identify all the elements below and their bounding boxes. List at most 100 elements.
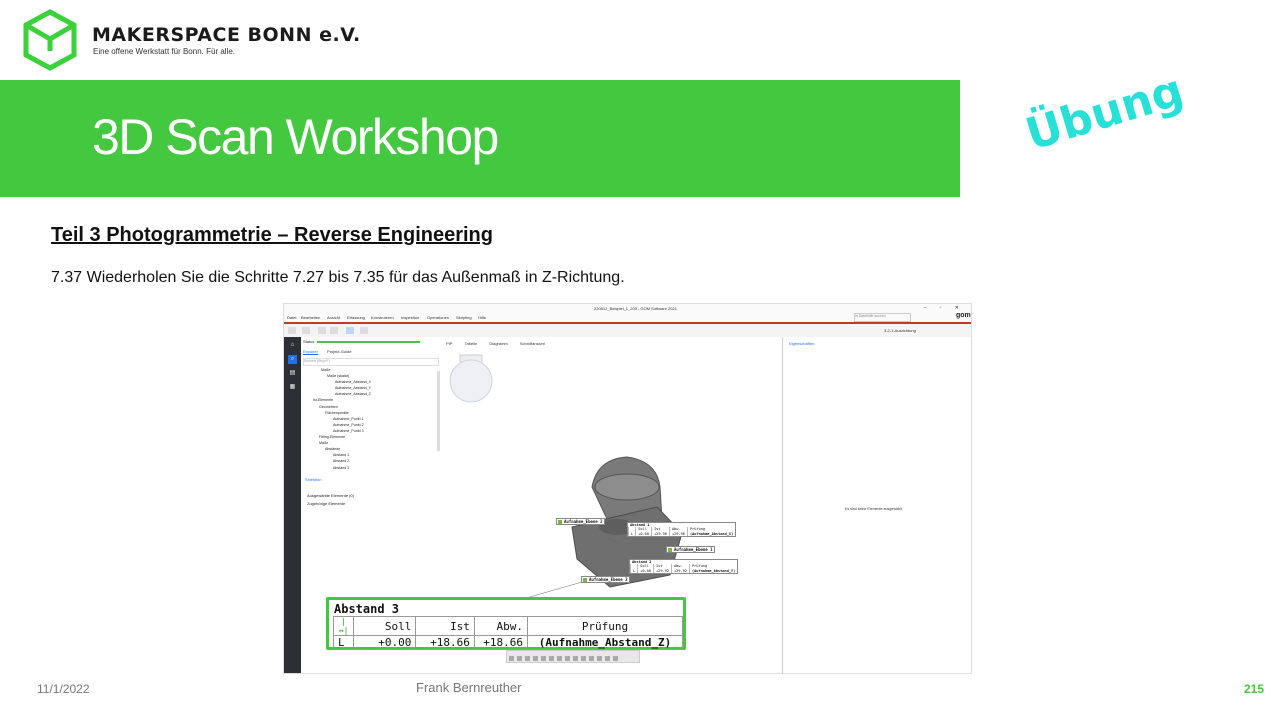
help-search-input[interactable]: In Dateihilfe suchen	[854, 313, 911, 322]
tree-item[interactable]: Flächenpunkte	[325, 410, 349, 415]
menu-ansicht[interactable]: Ansicht	[327, 315, 341, 320]
tab-projekt-guide[interactable]: Projekt-Guide	[327, 349, 352, 354]
label-ebene-2[interactable]: Aufnahme_Ebene 2	[556, 518, 605, 525]
tree-item[interactable]: Aufnahme_Abstand_X	[335, 380, 371, 385]
view-tool-icon[interactable]	[556, 656, 562, 661]
tree-item[interactable]: Maße	[321, 368, 331, 372]
tab-tabelle[interactable]: Tabelle	[464, 341, 478, 346]
tree-item[interactable]: Ist-Elemente	[313, 398, 334, 403]
tool-flag-icon[interactable]	[330, 327, 338, 334]
gom-logo: gom	[956, 312, 971, 319]
selection-list: Ausgewählte Elemente (0) Zugehörige Elem…	[307, 492, 354, 508]
menu-skripting[interactable]: Skripting	[456, 315, 472, 320]
properties-empty-message: Es sind keine Elemente ausgewählt.	[845, 507, 903, 511]
menu-inspektion[interactable]: Inspektion	[401, 315, 420, 320]
tree-item[interactable]: Aufnahme_Punkt 1	[333, 416, 364, 421]
tree-item[interactable]: Aufnahme_Abstand_Y	[335, 386, 371, 391]
tree-item[interactable]: Abstand 1	[333, 453, 350, 458]
view-tool-icon[interactable]	[588, 656, 594, 661]
view-tool-icon[interactable]	[524, 656, 530, 661]
tab-diagramm[interactable]: Diagramm	[489, 341, 508, 346]
menu-operationen[interactable]: Operationen	[427, 315, 450, 320]
status-row: Status	[303, 339, 439, 345]
tab-eigenschaften[interactable]: Eigenschaften	[789, 341, 815, 346]
document-icon[interactable]: ▤	[289, 370, 296, 376]
brand-tagline: Eine offene Werkstatt für Bonn. Für alle…	[93, 47, 235, 56]
tab-schnittansicht[interactable]: Schnittansicht	[519, 341, 545, 346]
exercise-stamp: Übung	[1020, 64, 1190, 161]
menu-konstruieren[interactable]: Konstruieren	[371, 315, 394, 320]
tree-item[interactable]: Geometrien	[319, 404, 338, 409]
menu-erfassung[interactable]: Erfassung	[347, 315, 366, 320]
header-abw: Abw.	[473, 616, 529, 636]
selection-item[interactable]: Ausgewählte Elemente (0)	[307, 493, 354, 498]
menu-hilfe[interactable]: Hilfe	[478, 315, 487, 320]
section-heading: Teil 3 Photogrammetrie – Reverse Enginee…	[51, 224, 493, 246]
status-label: Status	[303, 339, 315, 344]
view-tool-icon[interactable]	[548, 656, 554, 661]
explorer-filter-input[interactable]: Suchen (Strg+F)	[303, 358, 439, 366]
distance-3-callout: Abstand 3 |↔| Soll Ist Abw. Prüfung L +0…	[326, 597, 686, 650]
app-titlebar: 220812_Beispiel_1_200 - GOM Software 202…	[284, 304, 971, 313]
tree-item[interactable]: Maße (skalar)	[327, 374, 350, 379]
viewport-toolbar	[506, 650, 640, 663]
view-tool-icon[interactable]	[516, 656, 522, 661]
tab-pip[interactable]: PIP	[446, 341, 453, 346]
view-tool-icon[interactable]	[532, 656, 538, 661]
label-ebene-3[interactable]: Aufnahme_Ebene 3	[581, 576, 630, 583]
footer-author: Frank Bernreuther	[416, 680, 522, 695]
tree-item[interactable]: Abstände	[325, 447, 341, 452]
window-title: 220812_Beispiel_1_200 - GOM Software 202…	[594, 306, 677, 311]
header-pruefung: Prüfung	[527, 616, 683, 636]
tab-explorer[interactable]: Explorer	[303, 349, 318, 355]
makerspace-logo-icon	[23, 9, 77, 71]
menu-datei[interactable]: Datei	[287, 315, 297, 320]
panel-tabs: Explorer Projekt-Guide	[303, 349, 360, 355]
view-tool-icon[interactable]	[580, 656, 586, 661]
tool-pick-icon[interactable]	[318, 327, 326, 334]
tool-measure-icon[interactable]	[302, 327, 310, 334]
label-ebene-1[interactable]: Aufnahme_Ebene 1	[666, 546, 715, 553]
view-tool-icon[interactable]	[604, 656, 610, 661]
header-soll: Soll	[353, 616, 417, 636]
main-toolbar: 3-2-1-Ausrichtung	[284, 324, 971, 338]
grid-icon[interactable]: ▦	[289, 384, 296, 390]
view-tool-icon[interactable]	[572, 656, 578, 661]
page-number: 215	[1244, 682, 1265, 696]
tree-item[interactable]: Maße	[319, 441, 329, 446]
title-banner: 3D Scan Workshop	[0, 80, 960, 197]
view-tool-icon[interactable]	[564, 656, 570, 661]
accent-line	[284, 322, 971, 324]
alignment-selector[interactable]: 3-2-1-Ausrichtung	[884, 328, 916, 333]
distance-icon: |↔|	[332, 616, 355, 636]
tool-camera-icon[interactable]	[360, 327, 368, 334]
status-progress	[317, 341, 420, 343]
selection-item[interactable]: Zugehörige Elemente	[307, 501, 346, 506]
view-tool-icon[interactable]	[612, 656, 618, 661]
search-icon[interactable]: ⌕	[288, 355, 297, 364]
view-tool-icon[interactable]	[540, 656, 546, 661]
callout-table: |↔| Soll Ist Abw. Prüfung L +0.00 +18.66…	[332, 616, 683, 650]
tree-scrollbar[interactable]	[437, 371, 440, 451]
tool-zoom-icon[interactable]	[346, 327, 354, 334]
view-tool-icon[interactable]	[508, 656, 514, 661]
viewport-tabs: PIP Tabelle Diagramm Schnittansicht	[446, 341, 556, 346]
view-tool-icon[interactable]	[596, 656, 602, 661]
tree-item[interactable]: Abstand 2	[333, 459, 350, 464]
tree-item[interactable]: Abstand 3	[333, 465, 350, 470]
tree-item[interactable]: Aufnahme_Abstand_Z	[335, 392, 371, 397]
window-controls[interactable]: – ▫ ✕	[923, 305, 965, 311]
gom-software-screenshot: 220812_Beispiel_1_200 - GOM Software 202…	[283, 303, 972, 674]
tree-item[interactable]: Aufnahme_Punkt 3	[333, 428, 364, 433]
tool-select-icon[interactable]	[288, 327, 296, 334]
menu-bearbeiten[interactable]: Bearbeiten	[301, 315, 321, 320]
tree-item[interactable]: Aufnahme_Punkt 2	[333, 422, 364, 427]
lock-icon[interactable]: ⌂	[290, 342, 295, 348]
footer-date: 11/1/2022	[37, 682, 90, 696]
menu-bar: Datei Bearbeiten Ansicht Erfassung Konst…	[284, 313, 971, 322]
cell-type: L	[332, 635, 355, 650]
tab-selektion[interactable]: Selektion	[305, 477, 322, 482]
tree-item[interactable]: Fitting-Elemente	[319, 435, 346, 440]
